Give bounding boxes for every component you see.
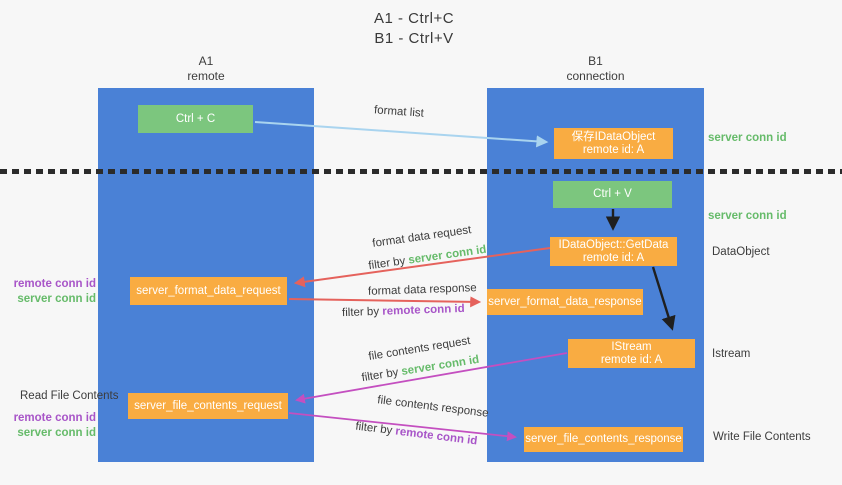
server-format-data-response-label: server_format_data_response xyxy=(488,295,642,308)
ctrl-c-box: Ctrl + C xyxy=(138,105,253,133)
server-file-contents-request-label: server_file_contents_request xyxy=(134,399,282,412)
server-format-data-request-box: server_format_data_request xyxy=(130,277,287,305)
write-file-contents-label: Write File Contents xyxy=(713,431,811,443)
server-format-data-request-label: server_format_data_request xyxy=(136,284,281,297)
filter-by-text: filter by xyxy=(354,420,397,438)
label-format-data-response: format data response xyxy=(367,282,477,298)
server-conn-id-right-mid: server conn id xyxy=(708,210,787,222)
dashed-separator-line xyxy=(0,169,842,174)
ctrl-c-label: Ctrl + C xyxy=(175,112,216,125)
label-file-contents-response: file contents response xyxy=(376,394,490,420)
server-file-contents-request-box: server_file_contents_request xyxy=(128,393,288,419)
filter-by-text: filter by xyxy=(360,366,403,385)
remote-conn-id-text: remote conn id xyxy=(382,302,465,318)
label-format-data-request: format data request xyxy=(371,224,473,250)
label-filter-by-remote-conn-id-1: filter by remote conn id xyxy=(342,303,465,319)
remote-conn-id-text: remote conn id xyxy=(394,425,478,448)
column-header-a1: A1 remote xyxy=(98,54,314,84)
column-header-b1: B1 connection xyxy=(487,54,704,84)
filter-by-text: filter by xyxy=(341,305,383,320)
column-b1-role: connection xyxy=(566,69,625,83)
istream-line2: remote id: A xyxy=(600,353,663,366)
conn-id-stack-top: remote conn id server conn id xyxy=(0,277,96,307)
server-conn-id-text: server conn id xyxy=(407,243,488,267)
save-idataobject-line2: remote id: A xyxy=(582,143,645,156)
istream-line1: IStream xyxy=(611,340,652,353)
ctrl-v-box: Ctrl + V xyxy=(553,181,672,208)
read-file-contents-label: Read File Contents xyxy=(20,390,119,402)
conn-id-stack-bottom: remote conn id server conn id xyxy=(0,411,96,441)
remote-conn-id-left-top: remote conn id xyxy=(13,278,96,290)
arrow-format-data-response xyxy=(288,296,482,308)
title-line-1: A1 - Ctrl+C xyxy=(373,10,455,27)
remote-conn-id-left-bottom: remote conn id xyxy=(13,412,96,424)
server-conn-id-left-bottom: server conn id xyxy=(17,427,96,439)
label-filter-by-remote-conn-id-2: filter by remote conn id xyxy=(355,421,478,448)
ctrl-v-label: Ctrl + V xyxy=(593,188,632,200)
column-b1-id: B1 xyxy=(588,54,603,68)
save-idataobject-box: 保存IDataObject remote id: A xyxy=(554,128,673,159)
dataobject-side-label: DataObject xyxy=(712,246,770,258)
server-format-data-response-box: server_format_data_response xyxy=(487,289,643,315)
save-idataobject-line1: 保存IDataObject xyxy=(571,130,656,143)
getdata-line2: remote id: A xyxy=(582,251,645,264)
istream-box: IStream remote id: A xyxy=(568,339,695,368)
server-conn-id-left-top: server conn id xyxy=(17,293,96,305)
label-format-list: format list xyxy=(373,104,425,120)
column-a1-role: remote xyxy=(187,69,225,83)
server-file-contents-response-box: server_file_contents_response xyxy=(524,427,683,452)
getdata-line1: IDataObject::GetData xyxy=(558,238,669,251)
column-a1-id: A1 xyxy=(198,54,214,68)
server-conn-id-right-top: server conn id xyxy=(708,132,787,144)
title-line-2: B1 - Ctrl+V xyxy=(374,30,454,47)
istream-side-label: Istream xyxy=(712,348,751,360)
server-conn-id-text: server conn id xyxy=(400,353,481,378)
server-file-contents-response-label: server_file_contents_response xyxy=(525,433,682,445)
idataobject-getdata-box: IDataObject::GetData remote id: A xyxy=(550,237,677,266)
filter-by-text: filter by xyxy=(367,254,410,273)
